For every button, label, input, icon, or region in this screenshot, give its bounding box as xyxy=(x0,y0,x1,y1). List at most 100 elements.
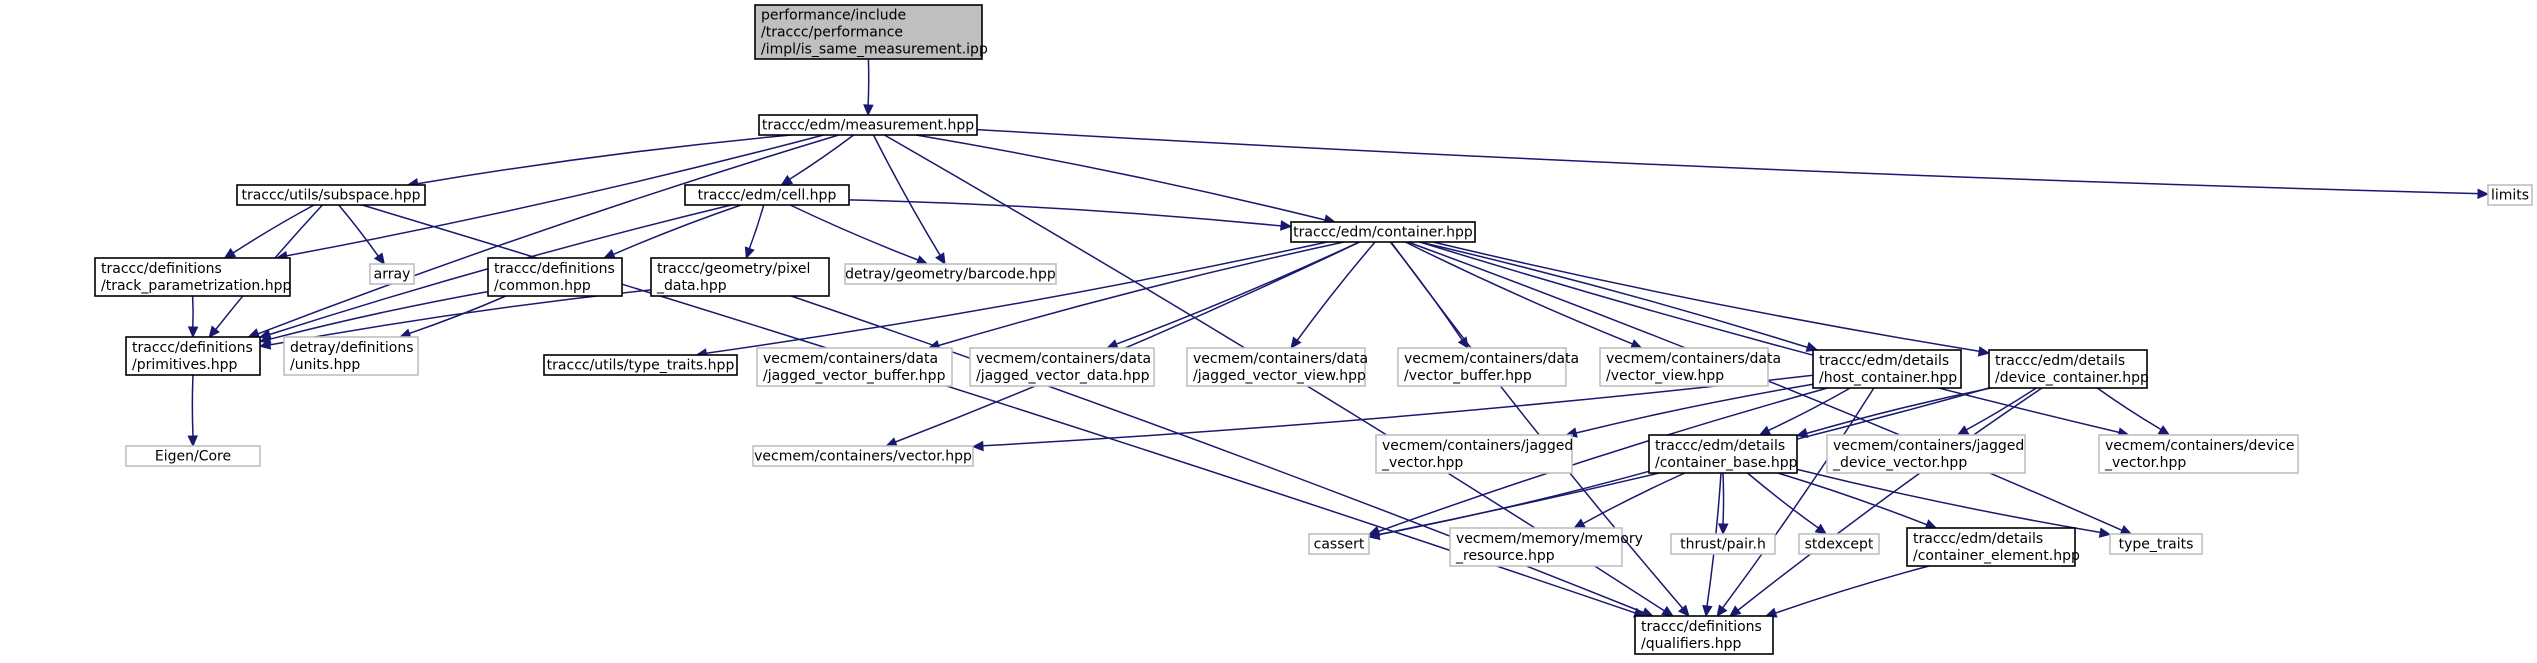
node-label-line: vecmem/containers/data xyxy=(1404,351,1579,367)
edge-line xyxy=(269,290,489,340)
edge-line xyxy=(1722,472,1725,525)
node-label-line: detray/geometry/barcode.hpp xyxy=(845,267,1056,283)
node-box xyxy=(752,445,974,467)
edge-line xyxy=(1722,387,1875,609)
edge-container-to-jv-view xyxy=(1290,241,1376,349)
edge-measurement-to-limits xyxy=(976,128,2490,200)
node-box xyxy=(1290,221,1476,243)
edge-track-param-to-primitives xyxy=(187,295,199,339)
edge-arrowhead xyxy=(1573,518,1586,529)
edge-arrowhead xyxy=(187,326,199,339)
node-thrust-pair: thrust/pair.h xyxy=(1670,533,1776,555)
node-label-line: traccc/definitions xyxy=(1641,619,1762,635)
edge-line xyxy=(789,134,855,180)
edge-arrowhead xyxy=(602,248,616,259)
edge-line xyxy=(748,204,765,249)
edge-line xyxy=(1432,241,1980,352)
node-label-line: vecmem/containers/jagged xyxy=(1833,438,2024,454)
node-measurement[interactable]: traccc/edm/measurement.hpp xyxy=(758,114,978,136)
edge-arrowhead xyxy=(971,440,984,452)
node-box xyxy=(1449,527,1623,567)
node-cell[interactable]: traccc/edm/cell.hpp xyxy=(684,184,850,206)
edge-container-to-qualifiers xyxy=(1390,241,1690,617)
node-qualifiers[interactable]: traccc/definitions/qualifiers.hpp xyxy=(1634,615,1774,655)
edge-container-base-to-cassert xyxy=(1367,470,1650,541)
edge-line xyxy=(982,374,1814,447)
node-container[interactable]: traccc/edm/container.hpp xyxy=(1290,221,1476,243)
node-v-view: vecmem/containers/data/vector_view.hpp xyxy=(1599,347,1781,387)
node-def-common[interactable]: traccc/definitions/common.hpp xyxy=(487,257,623,297)
node-pixel-data[interactable]: traccc/geometry/pixel_data.hpp xyxy=(650,257,830,297)
edge-subspace-to-array xyxy=(338,204,386,265)
edge-line xyxy=(1775,565,1930,614)
node-box xyxy=(684,184,850,206)
edge-line xyxy=(338,204,379,257)
edge-arrowhead xyxy=(373,252,386,265)
node-jv-view: vecmem/containers/data/jagged_vector_vie… xyxy=(1186,347,1368,387)
edge-container-to-vecmem-vector xyxy=(885,241,1361,448)
edge-container-base-to-stdexcept xyxy=(1747,472,1828,535)
edge-line xyxy=(1390,241,1684,609)
edge-arrowhead xyxy=(780,174,794,186)
node-box xyxy=(543,354,738,376)
edge-line xyxy=(706,241,1328,354)
edge-arrowhead xyxy=(1290,336,1302,349)
node-device-container[interactable]: traccc/edm/details/device_container.hpp xyxy=(1988,349,2149,389)
node-label-line: /track_parametrization.hpp xyxy=(101,278,291,294)
node-label-line: performance/include xyxy=(761,8,906,24)
node-box xyxy=(125,445,261,467)
node-subspace[interactable]: traccc/utils/subspace.hpp xyxy=(236,184,426,206)
node-label-line: limits xyxy=(2491,188,2529,204)
edge-line xyxy=(613,204,742,256)
node-box xyxy=(1812,349,1962,389)
edge-arrowhead xyxy=(1661,605,1674,617)
edge-line xyxy=(1378,387,1828,533)
node-box xyxy=(2109,533,2203,555)
node-label-line: vecmem/containers/data xyxy=(1606,351,1781,367)
edge-arrowhead xyxy=(187,435,198,448)
edge-arrowhead xyxy=(1956,425,1970,436)
node-container-base[interactable]: traccc/edm/details/container_base.hpp xyxy=(1648,434,1798,474)
edge-line xyxy=(1796,468,2101,534)
node-box xyxy=(487,257,623,297)
node-label-line: traccc/edm/details xyxy=(1995,353,2125,369)
node-primitives[interactable]: traccc/definitions/primitives.hpp xyxy=(125,336,261,376)
node-jagged-vector: vecmem/containers/jagged_vector.hpp xyxy=(1375,434,1573,474)
node-label-line: traccc/edm/details xyxy=(1655,438,1785,454)
node-track-param[interactable]: traccc/definitions/track_parametrization… xyxy=(94,257,291,297)
edge-container-base-to-thrust-pair xyxy=(1718,472,1729,536)
node-box xyxy=(1599,347,1769,387)
node-host-container[interactable]: traccc/edm/details/host_container.hpp xyxy=(1812,349,1962,389)
edge-line xyxy=(848,199,1282,227)
node-eigen: Eigen/Core xyxy=(125,445,261,467)
node-label-line: traccc/definitions xyxy=(132,340,253,356)
node-units: detray/definitions/units.hpp xyxy=(283,336,419,376)
node-label-line: _data.hpp xyxy=(656,278,727,294)
edge-measurement-to-subspace xyxy=(406,134,792,189)
node-label-line: Eigen/Core xyxy=(155,449,231,465)
node-root: performance/include/traccc/performance/i… xyxy=(754,4,988,60)
node-label-line: traccc/utils/subspace.hpp xyxy=(241,188,420,204)
edge-line xyxy=(789,204,919,261)
edge-arrowhead xyxy=(935,252,946,266)
edge-line xyxy=(1378,470,1650,536)
edge-container-to-device-vector xyxy=(1419,241,2130,438)
edge-container-to-v-view xyxy=(1404,241,1643,349)
edge-line xyxy=(938,241,1345,347)
edge-line xyxy=(872,134,941,256)
edge-def-common-to-units xyxy=(398,295,507,339)
edge-container-to-jv-buffer xyxy=(927,241,1345,351)
edge-arrowhead xyxy=(1677,604,1690,617)
edge-line xyxy=(417,134,792,185)
edge-line xyxy=(191,295,194,328)
node-type-traits-h[interactable]: traccc/utils/type_traits.hpp xyxy=(543,354,738,376)
edge-cell-to-container xyxy=(848,199,1293,231)
edge-measurement-to-primitives xyxy=(247,134,840,339)
node-label-line: /traccc/performance xyxy=(761,25,903,41)
edge-line xyxy=(1747,472,1819,529)
edge-arrowhead xyxy=(1629,339,1643,349)
node-container-element[interactable]: traccc/edm/details/container_element.hpp xyxy=(1906,527,2080,567)
node-v-buffer: vecmem/containers/data/vector_buffer.hpp xyxy=(1397,347,1579,387)
node-label-line: traccc/edm/measurement.hpp xyxy=(762,118,974,134)
